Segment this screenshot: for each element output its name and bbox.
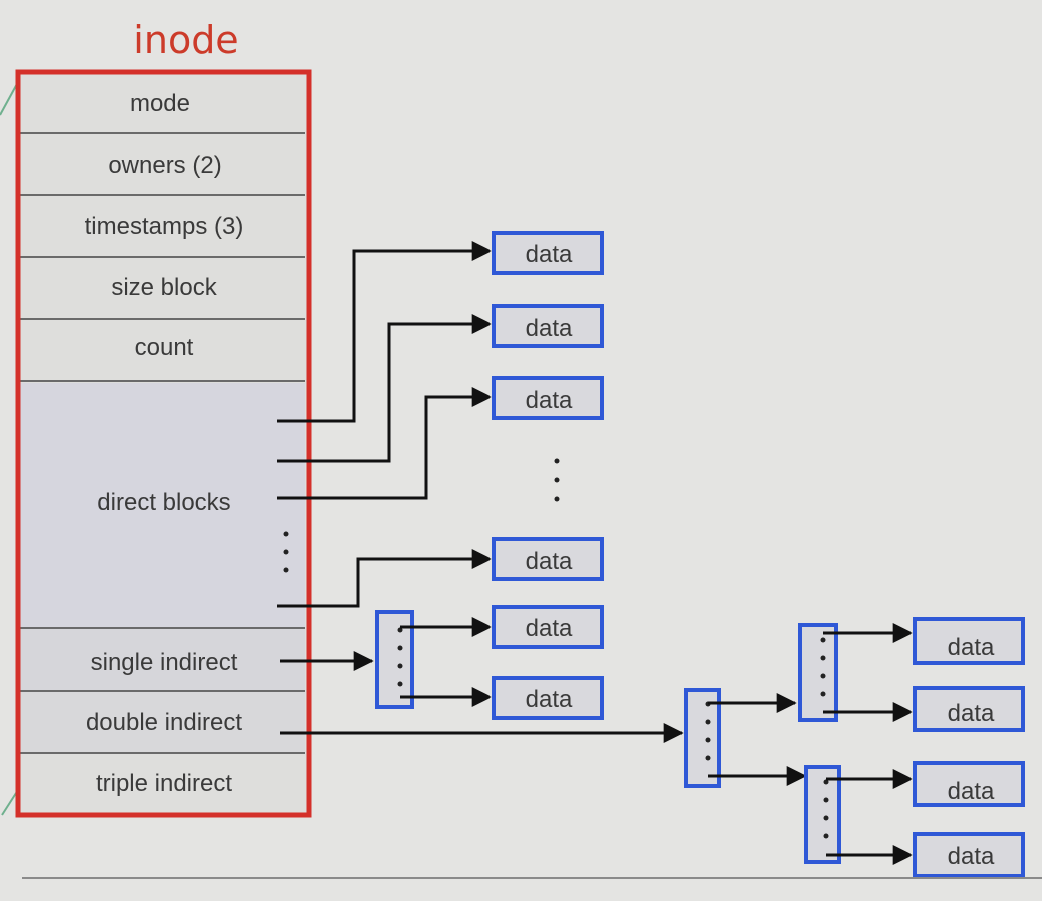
ellipsis-dot [823,779,829,785]
data-label: data [948,778,995,805]
ellipsis-dot [397,645,403,651]
direct-pointers [277,241,492,608]
data-label: data [526,686,573,713]
field-timestamps: timestamps (3) [85,213,244,240]
direct-blocks-fill [20,383,305,628]
data-block: data [913,617,1025,665]
data-blocks: data data data data data data data data [492,231,1025,878]
double-indirect-chain [280,623,913,865]
ellipsis-dot [820,691,826,697]
data-label: data [526,615,573,642]
ellipsis-dot [705,755,711,761]
ellipsis-dot [283,567,289,573]
data-block: data [492,231,604,275]
pointer-arrow [277,241,492,423]
data-label: data [948,634,995,661]
field-direct-blocks: direct blocks [97,489,230,516]
ellipsis-dot [397,627,403,633]
double-indirect-fill [20,691,305,753]
single-indirect-chain [280,610,492,709]
data-label: data [948,700,995,727]
data-block: data [913,686,1025,732]
data-label: data [526,241,573,268]
side-line-bottom [1,789,19,816]
ellipsis-dot [705,737,711,743]
field-double-indirect: double indirect [86,709,242,736]
field-owners: owners (2) [108,152,221,179]
pointer-arrow [277,549,492,608]
ellipsis-dot [705,719,711,725]
ellipsis-dot [820,655,826,661]
data-block: data [492,676,604,720]
field-mode: mode [130,90,190,117]
ellipsis-dot [283,549,289,555]
ellipsis-dot [820,637,826,643]
data-label: data [526,548,573,575]
ellipsis-dot [554,477,560,483]
data-block: data [492,376,604,420]
single-indirect-fill [20,628,305,691]
ellipsis-dot [823,833,829,839]
ellipsis-dot [397,681,403,687]
indirect-block [684,688,721,788]
inode-table: mode owners (2) timestamps (3) size bloc… [15,69,312,818]
ellipsis-dot [554,496,560,502]
data-label: data [526,387,573,414]
field-size-block: size block [111,274,217,301]
data-block: data [913,832,1025,878]
ellipsis-dot [397,663,403,669]
data-block: data [492,537,604,581]
ellipsis-dot [820,673,826,679]
data-block: data [913,761,1025,807]
ellipsis-dot [823,797,829,803]
field-count: count [135,334,194,361]
field-single-indirect: single indirect [91,649,238,676]
data-block: data [492,605,604,649]
ellipsis-dot [554,458,560,464]
data-label: data [526,315,573,342]
inode-border [15,69,312,818]
inode-title: inode [133,18,238,62]
pointer-arrow [277,314,492,463]
ellipsis-dot [823,815,829,821]
ellipsis-dot [283,531,289,537]
pointer-arrow [277,387,492,500]
side-line-top [0,81,19,116]
field-triple-indirect: triple indirect [96,770,232,797]
indirect-block [798,623,838,722]
indirect-block [804,765,841,864]
data-block: data [492,304,604,348]
data-label: data [948,843,995,870]
